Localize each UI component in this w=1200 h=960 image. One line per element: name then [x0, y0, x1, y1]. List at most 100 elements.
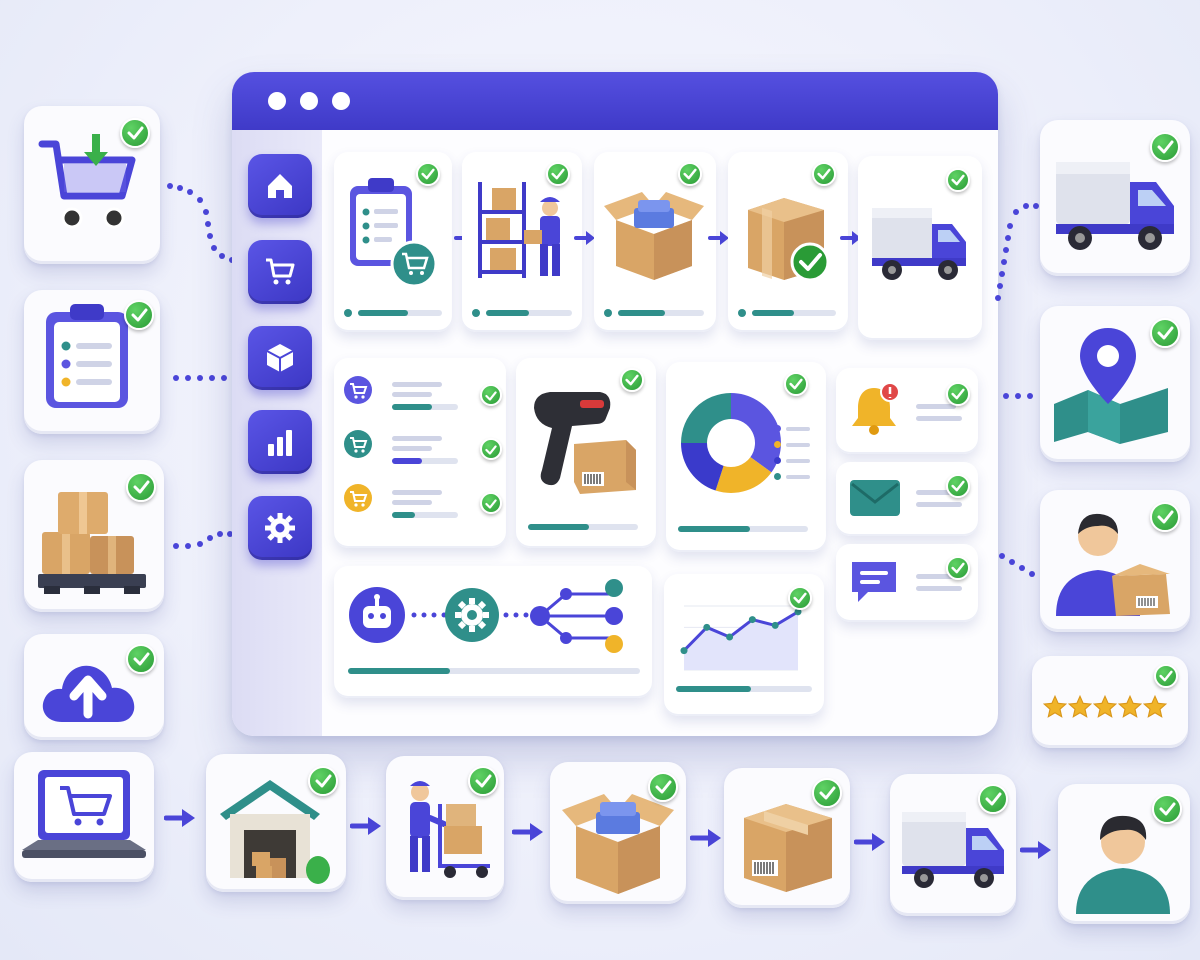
check-icon	[1154, 664, 1178, 688]
scanner-card[interactable]	[516, 358, 656, 548]
delivery-truck-icon	[872, 208, 966, 280]
check-icon	[480, 438, 502, 460]
legend-item	[774, 472, 814, 482]
order-list-card[interactable]	[334, 358, 506, 548]
chart-legend	[774, 424, 814, 504]
arrow-right-icon	[840, 231, 861, 245]
tile-rating[interactable]	[1032, 656, 1188, 748]
cart-icon	[344, 430, 372, 458]
warehouse-icon	[220, 780, 330, 884]
arrow-right-icon	[512, 823, 543, 841]
flow-picking[interactable]	[386, 756, 504, 900]
window-dot[interactable]	[332, 92, 350, 110]
order-row[interactable]	[344, 484, 502, 524]
arrow-right-icon	[854, 833, 885, 851]
progress-bar	[618, 310, 704, 316]
line-point	[748, 616, 756, 624]
window-dot[interactable]	[300, 92, 318, 110]
title-bar	[232, 72, 998, 130]
order-row[interactable]	[344, 430, 502, 470]
flow-labeled-box[interactable]	[724, 768, 850, 908]
automation-card[interactable]	[334, 566, 652, 698]
check-icon	[120, 118, 150, 148]
bell-icon	[852, 382, 900, 435]
donut-slice	[731, 393, 781, 473]
step-packing[interactable]	[594, 152, 716, 332]
progress-bar	[752, 310, 836, 316]
check-icon	[416, 162, 440, 186]
tile-pallet-boxes[interactable]	[24, 460, 164, 612]
flow-shipping[interactable]	[890, 774, 1016, 916]
tile-cloud-upload[interactable]	[24, 634, 164, 740]
notification-bell[interactable]	[836, 368, 978, 454]
check-icon	[546, 162, 570, 186]
flow-warehouse[interactable]	[206, 754, 346, 892]
step-picking[interactable]	[462, 152, 582, 332]
flow-packing[interactable]	[550, 762, 686, 904]
connector-dots	[503, 612, 529, 618]
nav-analytics[interactable]	[248, 410, 312, 474]
line-point	[703, 623, 711, 631]
nav-cart[interactable]	[248, 240, 312, 304]
robot-icon	[349, 587, 405, 643]
connector-dots	[995, 203, 1039, 577]
customer-icon	[1076, 815, 1170, 914]
check-icon	[468, 766, 498, 796]
cloud-upload-icon	[42, 665, 135, 722]
donut-chart-card[interactable]	[666, 362, 826, 552]
gear-icon	[445, 588, 499, 642]
star-icon	[1067, 694, 1093, 718]
progress-bar	[486, 310, 572, 316]
tile-clipboard[interactable]	[24, 290, 160, 434]
tile-customer-package[interactable]	[1040, 490, 1190, 632]
arrow-right-icon	[350, 817, 381, 835]
nav-home[interactable]	[248, 154, 312, 218]
step-sealed[interactable]	[728, 152, 848, 332]
order-row[interactable]	[344, 376, 502, 416]
donut-slice	[681, 393, 731, 443]
settings-icon	[265, 513, 295, 543]
tile-map[interactable]	[1040, 306, 1190, 462]
nav-settings[interactable]	[248, 496, 312, 560]
step-order-received[interactable]	[334, 152, 452, 332]
progress-bar	[676, 686, 812, 692]
analytics-icon	[268, 430, 292, 456]
arrow-right-icon	[574, 231, 595, 245]
tile-add-to-cart[interactable]	[24, 106, 160, 264]
donut-slice	[681, 443, 724, 491]
order-checklist-icon	[350, 178, 438, 288]
notification-email[interactable]	[836, 462, 978, 536]
sealed-box-icon	[748, 198, 830, 282]
star-icon	[1092, 694, 1118, 718]
app-window	[232, 72, 998, 736]
line-point	[794, 608, 802, 616]
step-shipping[interactable]	[858, 156, 982, 340]
check-icon	[648, 772, 678, 802]
branching-icon	[530, 579, 623, 653]
tile-truck[interactable]	[1040, 120, 1190, 276]
progress-dot	[738, 309, 746, 317]
check-icon	[946, 556, 970, 580]
check-icon	[1150, 318, 1180, 348]
line-chart-card[interactable]	[664, 574, 824, 716]
pallet-boxes-icon	[38, 492, 146, 594]
open-box-icon	[562, 794, 674, 894]
flow-customer[interactable]	[1058, 784, 1190, 924]
star-icon	[1117, 694, 1143, 718]
sidebar	[232, 130, 322, 736]
flow-online-order[interactable]	[14, 752, 154, 882]
home-icon	[268, 174, 292, 198]
open-box-icon	[604, 192, 704, 280]
notification-chat[interactable]	[836, 544, 978, 622]
window-dot[interactable]	[268, 92, 286, 110]
nav-inventory[interactable]	[248, 326, 312, 390]
chat-icon	[852, 562, 896, 602]
check-icon	[788, 586, 812, 610]
check-icon	[1150, 132, 1180, 162]
cart-icon	[344, 376, 372, 404]
check-icon	[480, 384, 502, 406]
connector-dots	[167, 183, 235, 549]
add-to-cart-icon	[38, 134, 136, 229]
cart-icon	[344, 484, 372, 512]
check-icon	[946, 168, 970, 192]
